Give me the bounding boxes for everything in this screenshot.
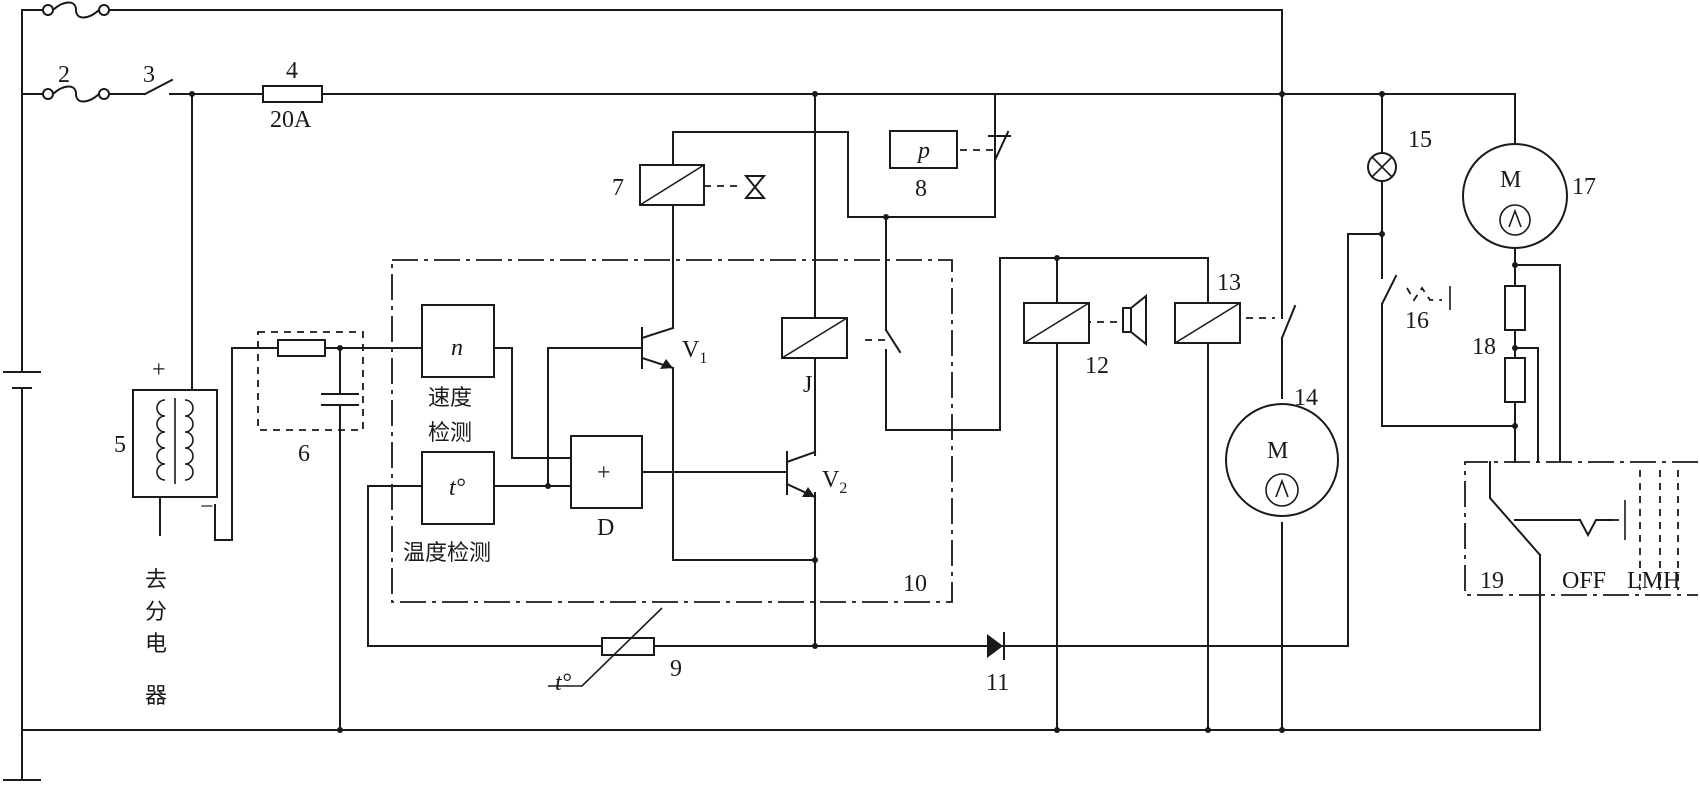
label-7: 7 (612, 175, 624, 201)
temp-symbol: t° (449, 475, 466, 501)
coil-minus: − (200, 494, 214, 520)
labels: 2 3 4 20A + − 5 6 去 分 电 器 n 速度 检测 t° 温度检… (58, 58, 1680, 709)
label-6: 6 (298, 441, 310, 467)
label-18: 18 (1472, 334, 1496, 360)
diode-11 (987, 632, 1005, 660)
control-unit-boundary (391, 259, 953, 603)
resistor-18a (1504, 285, 1526, 331)
label-9: 9 (670, 656, 682, 682)
lamp-15 (1367, 152, 1397, 182)
v1-label: V1 (682, 337, 707, 367)
speed-text-1: 速度 (428, 386, 472, 411)
ignition-coil-5 (132, 389, 218, 498)
adder-label: D (597, 515, 614, 541)
speed-symbol: n (451, 335, 463, 361)
transistor-v1 (640, 326, 675, 370)
label-13: 13 (1217, 270, 1241, 296)
label-3: 3 (143, 62, 155, 88)
label-fuse-rating: 20A (270, 107, 312, 133)
adder-symbol: + (597, 460, 611, 486)
label-10: 10 (903, 571, 927, 597)
relay-j-label: J (803, 372, 812, 398)
ignition-switch-3 (143, 78, 174, 96)
rc-network-boundary (257, 331, 364, 431)
switch-16 (1380, 274, 1398, 306)
motor-17-label: M (1500, 167, 1521, 193)
label-19: 19 (1480, 568, 1504, 594)
label-2: 2 (58, 62, 70, 88)
speed-detector (421, 304, 495, 378)
wiring (21, 9, 1613, 781)
switch-off-label: OFF (1562, 568, 1606, 594)
pressure-switch-8 (889, 130, 1011, 181)
pressure-symbol: p (916, 138, 930, 164)
label-5: 5 (114, 432, 126, 458)
relay-13 (1174, 302, 1297, 344)
motor-17 (1462, 143, 1568, 249)
label-8: 8 (915, 176, 927, 202)
horn-icon (1122, 293, 1147, 347)
fuse-1 (42, 1, 110, 19)
resistor-18b (1504, 357, 1526, 403)
selector-switch-boundary (1464, 461, 1698, 596)
speed-text-2: 检测 (428, 421, 472, 446)
solenoid-relay-7 (639, 164, 767, 206)
label-12: 12 (1085, 353, 1109, 379)
temperature-detector (421, 451, 495, 525)
distributor-char-3: 电 (145, 632, 167, 657)
label-15: 15 (1408, 127, 1432, 153)
battery (3, 371, 41, 389)
switch-lmh-label: LMH (1627, 568, 1680, 594)
temp-text: 温度检测 (403, 541, 491, 566)
junctions (189, 91, 1518, 733)
motor-14 (1225, 403, 1339, 517)
distributor-char-1: 去 (145, 568, 167, 593)
transistor-v2 (785, 450, 817, 499)
distributor-char-2: 分 (145, 600, 167, 625)
label-14: 14 (1294, 385, 1318, 411)
label-11: 11 (986, 670, 1009, 696)
v2-label: V2 (822, 467, 847, 497)
fuse-2 (42, 85, 110, 103)
relay-j (781, 317, 902, 359)
thermistor-9 (548, 607, 663, 687)
thermistor-symbol: t° (555, 670, 572, 696)
label-16: 16 (1405, 308, 1429, 334)
rc-network-6 (277, 339, 359, 406)
relay-12 (1023, 302, 1090, 344)
motor-14-label: M (1267, 438, 1288, 464)
coil-plus: + (152, 357, 166, 383)
label-17: 17 (1572, 174, 1596, 200)
distributor-char-4: 器 (145, 684, 167, 709)
adder-d (570, 435, 643, 509)
fuse-4 (262, 85, 323, 103)
label-4: 4 (286, 58, 298, 84)
